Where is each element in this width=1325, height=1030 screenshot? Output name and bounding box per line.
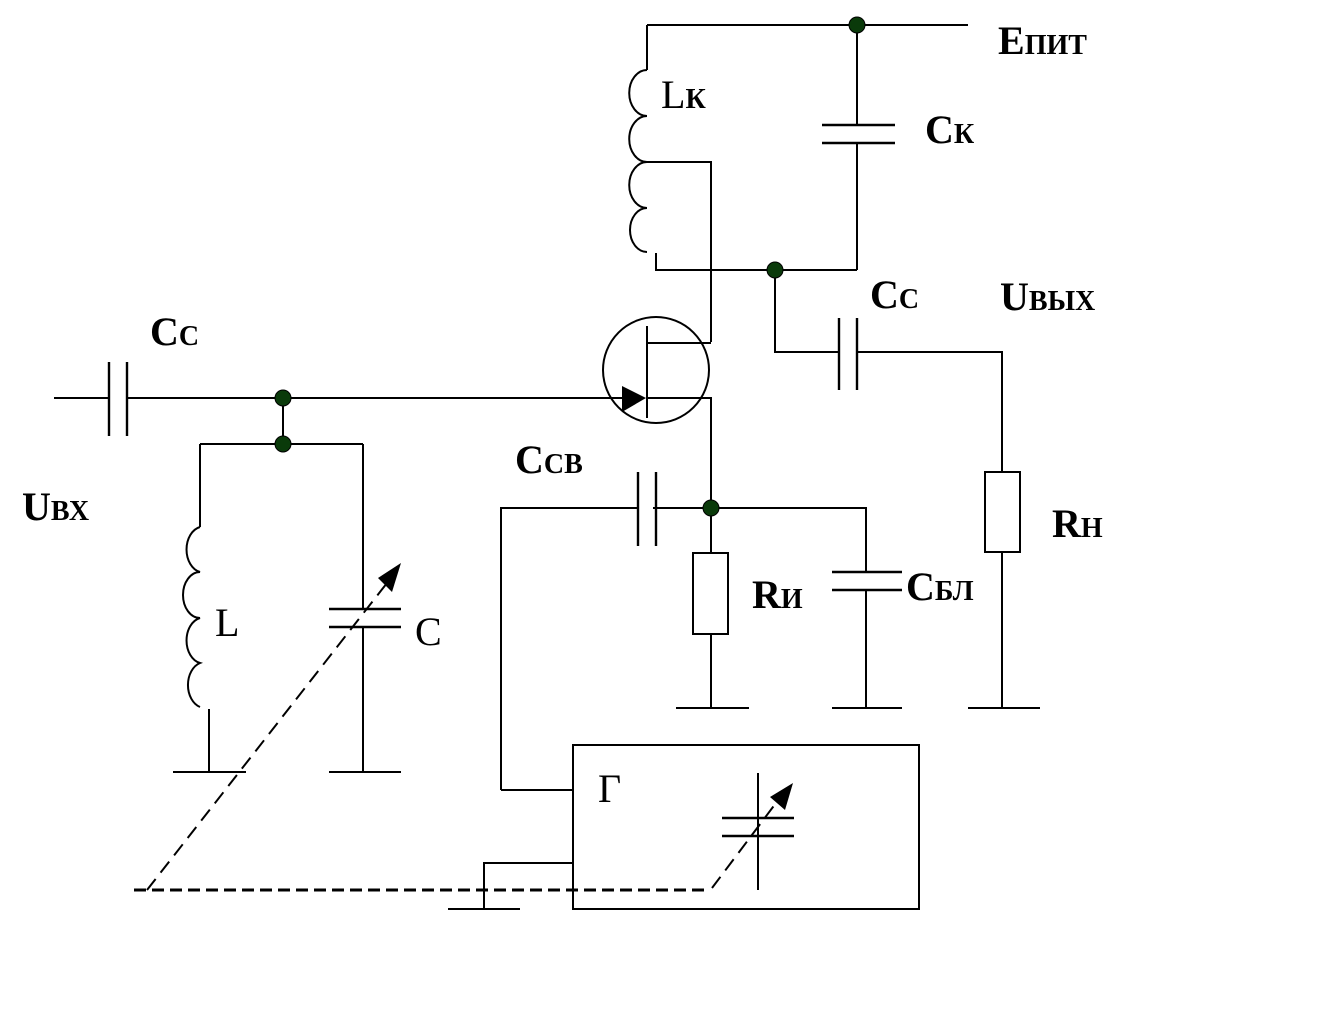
bypass-capacitor-label: CБЛ bbox=[906, 564, 974, 609]
junction-node bbox=[766, 261, 784, 279]
load-resistor bbox=[968, 471, 1040, 709]
collector-capacitor-label: CК bbox=[925, 107, 975, 152]
output-coupling-capacitor-label: CС bbox=[870, 272, 919, 317]
field-effect-transistor bbox=[602, 316, 712, 508]
collector-capacitor bbox=[822, 25, 895, 270]
supply-rail bbox=[646, 24, 968, 70]
junction-nodes bbox=[274, 16, 866, 517]
gate-arrow-icon bbox=[622, 386, 646, 412]
source-resistor bbox=[692, 552, 729, 635]
junction-node bbox=[702, 499, 720, 517]
input-coupling-capacitor-label: CС bbox=[150, 309, 199, 354]
input-coupling-capacitor bbox=[54, 362, 622, 436]
collector-inductor bbox=[628, 69, 857, 342]
ganged-tuning-link bbox=[134, 563, 793, 892]
coupling-capacitor bbox=[500, 472, 658, 791]
supply-label: EПИТ bbox=[998, 18, 1087, 63]
output-voltage-label: UВЫХ bbox=[1000, 274, 1095, 319]
input-tank bbox=[173, 398, 401, 773]
junction-node bbox=[274, 435, 292, 453]
output-coupling-capacitor bbox=[774, 270, 1003, 472]
load-resistor-label: RН bbox=[1052, 501, 1103, 546]
coupling-capacitor-label: CСВ bbox=[515, 437, 583, 482]
tank-inductor-label: L bbox=[215, 600, 239, 645]
input-voltage-label: UВХ bbox=[22, 484, 89, 529]
generator-block bbox=[448, 744, 920, 910]
junction-node bbox=[848, 16, 866, 34]
generator-label: Г bbox=[598, 766, 621, 811]
source-network bbox=[653, 507, 902, 709]
junction-node bbox=[274, 389, 292, 407]
variable-cap-arrow-icon bbox=[378, 563, 401, 592]
source-resistor-label: RИ bbox=[752, 572, 803, 617]
tank-capacitor-label: C bbox=[415, 609, 442, 654]
collector-inductor-label: LК bbox=[661, 72, 706, 117]
generator-variable-cap-arrow-icon bbox=[770, 783, 793, 810]
